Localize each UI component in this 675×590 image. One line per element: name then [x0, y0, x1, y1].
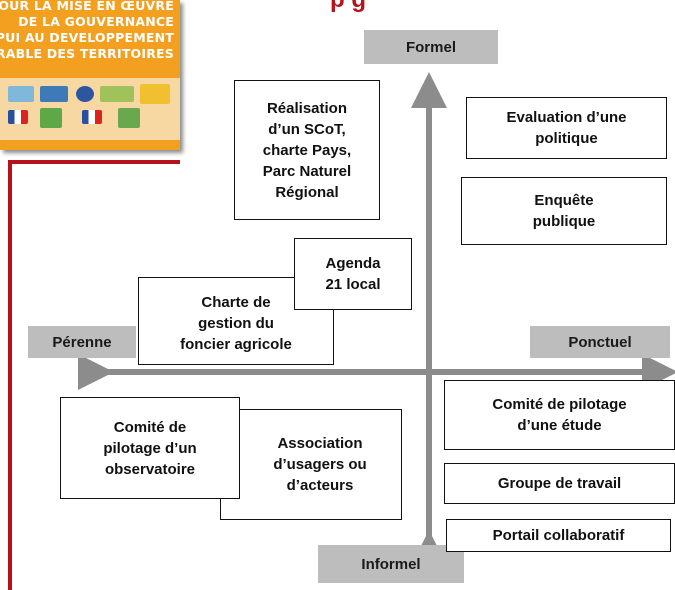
cover-title-line: DURABLE DES TERRITOIRES	[0, 46, 174, 61]
box-line: Evaluation d’une	[506, 109, 627, 126]
box-charte-foncier: Charte de gestion du foncier agricole	[138, 277, 334, 365]
partner-logo	[40, 86, 68, 102]
axis-label-perenne: Pérenne	[28, 326, 136, 358]
box-comite-observatoire: Comité de pilotage d’un observatoire	[60, 397, 240, 499]
partner-logo	[140, 84, 170, 104]
red-frame-left	[8, 160, 12, 590]
box-line: politique	[535, 130, 598, 147]
box-enquete: Enquête publique	[461, 177, 667, 245]
box-association: Association d’usagers ou d’acteurs	[220, 409, 402, 520]
cover-title-line: APPUI AU DEVELOPPEMENT	[0, 30, 174, 45]
cover-title-line: DE LA GOUVERNANCE	[18, 14, 174, 29]
cover-title-line: POUR LA MISE EN ŒUVRE	[0, 0, 174, 13]
box-line: Enquête	[534, 192, 594, 209]
flag-logo	[82, 110, 102, 124]
box-line: Portail collaboratif	[492, 527, 625, 544]
box-evaluation: Evaluation d’une politique	[466, 97, 667, 159]
cover-logos-strip	[0, 78, 180, 150]
partner-logo	[100, 86, 134, 102]
partner-logo	[118, 108, 140, 128]
box-line: Réalisation	[266, 99, 347, 117]
box-line: d’acteurs	[286, 477, 354, 494]
box-portail-collaboratif: Portail collaboratif	[446, 519, 671, 552]
box-line: Comité de	[113, 418, 187, 436]
box-line: gestion du	[198, 314, 274, 332]
box-line: Comité de pilotage	[492, 396, 627, 413]
box-line: d’une étude	[517, 417, 602, 434]
axis-label-formel: Formel	[364, 30, 498, 64]
box-groupe-travail: Groupe de travail	[444, 463, 675, 504]
box-line: Groupe de travail	[497, 475, 622, 492]
box-line: Parc Naturel	[262, 162, 352, 180]
box-line: charte Pays,	[262, 141, 352, 159]
box-line: Association	[277, 435, 363, 452]
box-scot: Réalisation d’un SCoT, charte Pays, Parc…	[234, 80, 380, 220]
book-cover: POUR LA MISE EN ŒUVRE DE LA GOUVERNANCE …	[0, 0, 180, 150]
box-line: Charte de	[201, 293, 271, 311]
box-line: pilotage d’un	[103, 439, 197, 457]
box-line: d’usagers ou	[273, 456, 367, 473]
partner-logo	[8, 86, 34, 102]
axis-label-informel: Informel	[318, 545, 464, 583]
box-line: publique	[532, 213, 596, 230]
slide-title-fragment: p g	[330, 0, 366, 14]
box-line: foncier agricole	[180, 335, 292, 353]
red-frame-top	[8, 160, 180, 164]
flag-logo	[8, 110, 28, 124]
box-line: Régional	[275, 183, 339, 201]
box-agenda-21: Agenda 21 local	[294, 238, 412, 310]
axis-label-ponctuel: Ponctuel	[530, 326, 670, 358]
box-line: d’un SCoT,	[268, 120, 346, 138]
cover-title: POUR LA MISE EN ŒUVRE DE LA GOUVERNANCE …	[0, 0, 174, 62]
partner-logo	[76, 86, 94, 102]
box-line: Agenda	[325, 255, 381, 272]
cover-bottom-band	[0, 140, 180, 150]
box-pilotage-etude: Comité de pilotage d’une étude	[444, 380, 675, 450]
box-line: observatoire	[104, 460, 196, 478]
partner-logo	[40, 108, 62, 128]
box-line: 21 local	[325, 276, 381, 293]
